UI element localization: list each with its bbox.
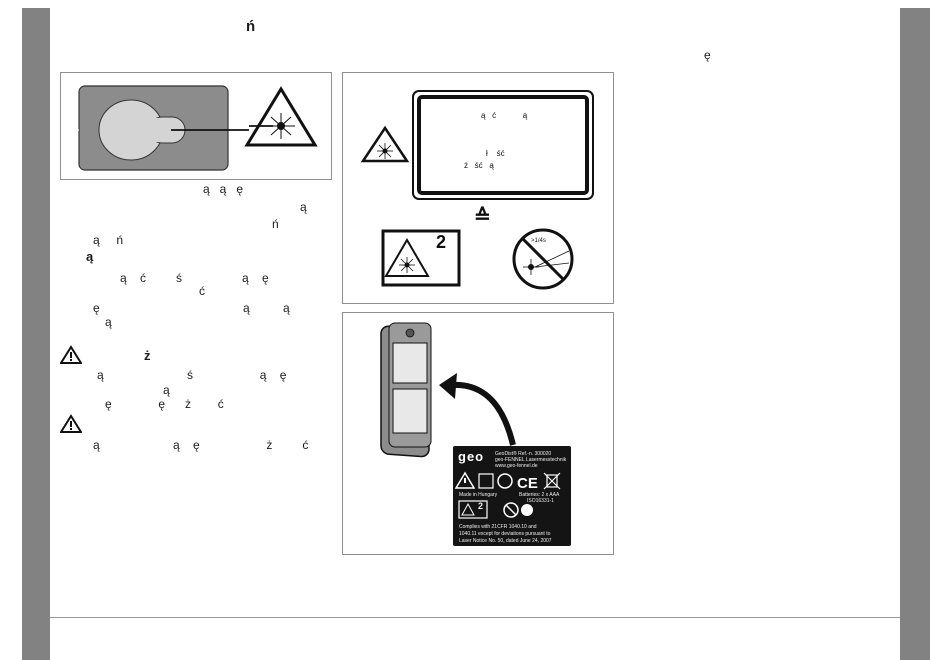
sticker-header-line: www.geo-fennel.de xyxy=(495,463,538,469)
no-stare-text: >1/4s xyxy=(531,238,546,244)
label-line-1: ą ć ą xyxy=(481,111,528,120)
text-line-bold: ż xyxy=(144,348,151,363)
section-heading: ń xyxy=(246,18,256,35)
left-margin-bar xyxy=(22,8,50,660)
text-line: ą ń xyxy=(93,233,124,247)
warning-icon xyxy=(60,345,82,364)
laser-label-figure: ą ć ą ł ść ż ść ą ≙ 2 >1/4s xyxy=(342,72,614,304)
right-margin-bar xyxy=(900,8,930,660)
sticker-class-number: 2 xyxy=(478,501,484,511)
text-line-bold: ą xyxy=(86,249,94,264)
sticker-symbols: CE xyxy=(454,471,561,492)
text-line: ą ś ą ę xyxy=(97,368,287,382)
sticker-class-row xyxy=(458,500,533,519)
footer-divider xyxy=(50,617,900,618)
standard-text: ISO16331-1 xyxy=(527,498,554,504)
made-in-text: Made in Hungary xyxy=(459,492,498,498)
text-line: ą xyxy=(105,315,112,329)
text-line: ą ą ę xyxy=(203,182,244,196)
warning-icon xyxy=(60,414,82,433)
equivalent-symbol: ≙ xyxy=(474,206,491,228)
text-line: ę ą ą xyxy=(93,301,290,315)
sticker-header-line: GeoDist® Ref.-n. 300020 xyxy=(495,451,552,457)
text-line: ń xyxy=(272,217,279,231)
right-column-text: ę xyxy=(704,48,711,62)
text-line: ą ć ś ą ę xyxy=(120,271,269,285)
text-line: ą xyxy=(300,200,307,214)
text-line: ć xyxy=(199,284,205,298)
aperture-illustration xyxy=(61,85,318,171)
label-line-2: ł ść xyxy=(486,149,505,158)
svg-text:CE: CE xyxy=(517,475,538,492)
compliance-line: Laser Notice No. 50, dated June 24, 2007 xyxy=(459,538,552,544)
brand-logo: geo xyxy=(458,449,485,464)
device-rating-sticker: geo GeoDist® Ref.-n. 300020 geo-FENNEL L… xyxy=(453,446,571,546)
text-line: ę ę ż ć xyxy=(105,397,224,411)
batteries-text: Batteries: 2 x AAA xyxy=(519,492,560,498)
laser-class-number: 2 xyxy=(436,232,447,252)
aperture-figure xyxy=(60,72,332,180)
text-line: ą xyxy=(163,383,170,397)
compliance-line: Complies with 21CFR 1040.10 and xyxy=(459,524,537,530)
sticker-header-line: geo-FENNEL Lasermesstechnik xyxy=(495,457,567,463)
device-illustration xyxy=(380,322,516,458)
label-line-3: ż ść ą xyxy=(464,161,494,170)
laser-label-graphics xyxy=(360,90,594,290)
text-line: ą ą ę ż ć xyxy=(93,438,309,452)
compliance-line: 1040.11 except for deviations pursuant t… xyxy=(459,531,551,537)
